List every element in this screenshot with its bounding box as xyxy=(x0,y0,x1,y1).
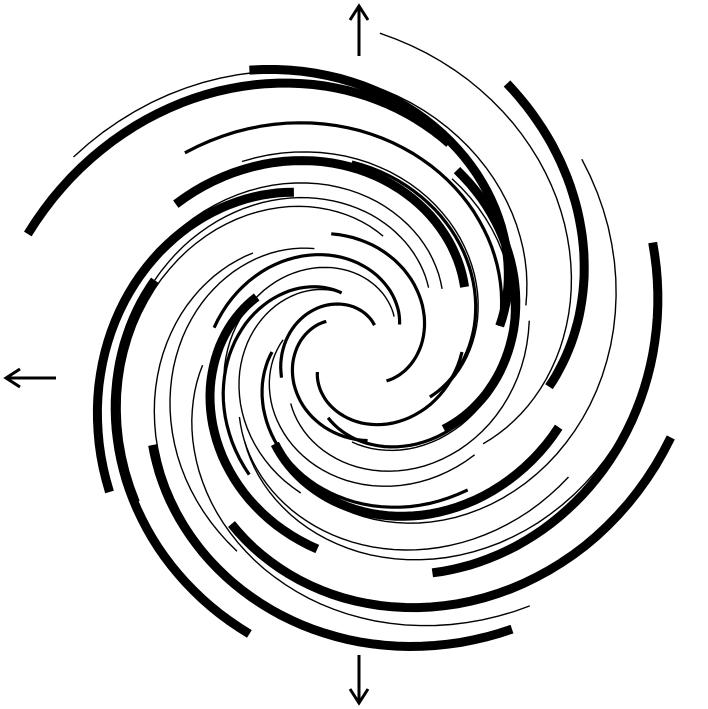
spiral-arc-thin xyxy=(268,339,476,487)
spiral-arc-thin xyxy=(351,178,515,452)
spiral-arc-thick xyxy=(228,435,675,613)
spiral-arc-thick xyxy=(441,166,521,434)
spiral-arc-thin xyxy=(154,196,430,288)
direction-arrow-group xyxy=(3,3,370,706)
spiral-arc-thin xyxy=(119,205,384,502)
spiral-arc-thin xyxy=(153,252,328,632)
spiral-arc-medium xyxy=(212,253,402,329)
arrow-left-icon xyxy=(3,367,56,389)
spiral-arc-thin xyxy=(169,247,315,552)
spiral-arc-thin xyxy=(238,416,570,551)
spiral-arc-thin xyxy=(290,320,530,472)
spiral-arc-thick xyxy=(503,80,589,390)
spiral-arc-thick xyxy=(173,156,470,288)
spiral-arc-medium xyxy=(279,302,376,378)
spiral-arc-group xyxy=(24,32,675,652)
spiral-arc-thin xyxy=(223,266,395,375)
spiral-arc-medium xyxy=(260,351,469,509)
spiral-arc-thin xyxy=(191,364,531,627)
spiral-arc-medium xyxy=(331,232,427,383)
spiral-arc-thin xyxy=(112,182,443,332)
spiral-arc-thick xyxy=(148,444,514,652)
arrow-up-icon xyxy=(348,3,370,56)
spiral-arc-thin xyxy=(241,151,479,387)
spiral-arc-thick xyxy=(24,78,453,237)
arrow-down-icon xyxy=(348,655,370,706)
spiral-arc-thin xyxy=(379,32,573,445)
spiral-arc-medium xyxy=(290,319,368,443)
spiral-arc-thick xyxy=(431,241,663,578)
spiral-arc-thick xyxy=(270,424,563,521)
spiral-arc-thick xyxy=(110,277,252,638)
spiral-arc-thin xyxy=(325,158,617,524)
spiral-arc-thin xyxy=(238,288,342,494)
spiral-arc-medium xyxy=(221,285,343,476)
spiral-arc-medium xyxy=(184,121,504,327)
spiral-arc-thick xyxy=(205,293,320,554)
spiral-arc-thick xyxy=(92,187,294,494)
spiral-arc-thin xyxy=(244,402,639,561)
spiral-arc-medium xyxy=(315,351,464,427)
spiral-arc-thin xyxy=(73,70,528,306)
spiral-arc-medium xyxy=(326,293,514,449)
